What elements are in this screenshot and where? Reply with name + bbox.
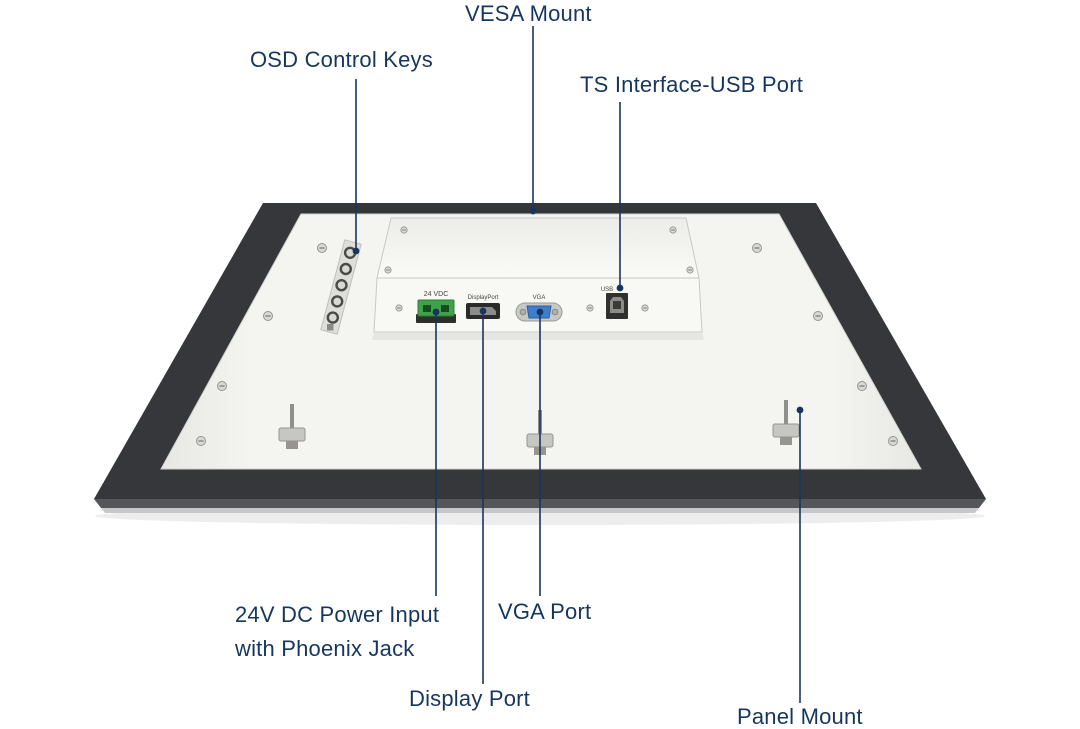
osd-sensor — [327, 324, 334, 331]
osd-keys-strip — [320, 239, 362, 335]
osd-key — [331, 295, 344, 308]
dc-connector-label: 24 VDC — [424, 291, 449, 298]
dc-power-label-line2: with Phoenix Jack — [235, 636, 415, 661]
vga-connector-label: VGA — [533, 295, 546, 301]
osd-key — [335, 279, 348, 292]
callout-dot-display-port — [479, 307, 487, 315]
displayport-connector-label: DisplayPort — [468, 295, 499, 301]
callout-dot-usb-port — [616, 284, 624, 292]
callout-dot-vga-port — [536, 308, 544, 316]
io-enclosure: 24 VDC DisplayPort VGA USB — [372, 217, 704, 340]
callout-label-dc-power-input: 24V DC Power Input with Phoenix Jack — [235, 598, 439, 666]
callout-dots — [352, 207, 804, 414]
dc-phoenix-connector — [416, 299, 456, 323]
usb-connector-label: USB — [601, 287, 613, 293]
osd-key — [339, 262, 352, 276]
callout-label-vesa-mount: VESA Mount — [465, 1, 592, 26]
callout-lines — [355, 26, 801, 703]
callout-dot-osd-keys — [352, 247, 360, 255]
callout-label-vga-port: VGA Port — [498, 599, 592, 624]
callout-label-ts-interface-usb-port: TS Interface-USB Port — [580, 72, 804, 97]
callout-dot-panel-mount — [796, 406, 804, 414]
io-enclosure-top-face — [376, 217, 700, 279]
callout-dot-dc-power — [432, 308, 440, 316]
callout-label-osd-control-keys: OSD Control Keys — [250, 47, 433, 72]
dc-power-label-line1: 24V DC Power Input — [235, 602, 440, 627]
usb-port — [606, 293, 628, 319]
callout-label-panel-mount: Panel Mount — [737, 704, 863, 729]
callout-dot-vesa-mount — [529, 207, 537, 215]
osd-key — [326, 311, 339, 324]
callout-label-display-port: Display Port — [409, 686, 530, 711]
io-enclosure-shadow — [372, 332, 704, 340]
